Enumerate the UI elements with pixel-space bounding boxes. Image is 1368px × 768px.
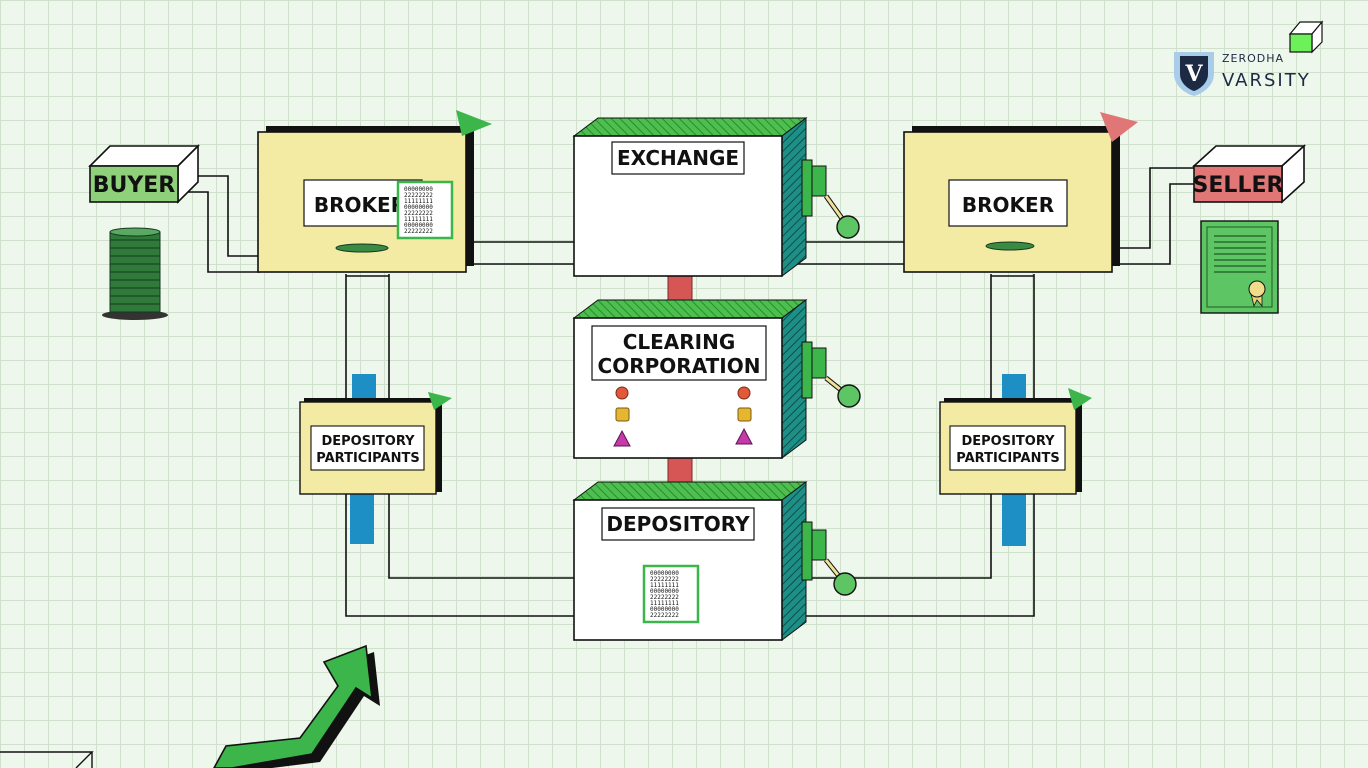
- svg-text:00000000: 00000000: [404, 204, 433, 211]
- seller-box: SELLER: [1191, 144, 1307, 204]
- dp-right-box: DEPOSITORY PARTICIPANTS: [939, 388, 1092, 495]
- svg-text:V: V: [1184, 61, 1203, 87]
- corner-box-fragment: [0, 751, 94, 768]
- seller-label: SELLER: [1193, 173, 1284, 198]
- clearing-label-line2: CORPORATION: [598, 354, 761, 378]
- svg-text:00000000: 00000000: [650, 570, 679, 577]
- dp-left-label-line2: PARTICIPANTS: [316, 451, 419, 466]
- svg-text:22222222: 22222222: [650, 594, 679, 601]
- purple-triangle-icon: [613, 429, 631, 447]
- svg-text:22222222: 22222222: [404, 228, 433, 235]
- flag-icon: [428, 392, 452, 410]
- coin-stack-icon: [102, 227, 168, 320]
- share-certificate-icon: 00000000 22222222 11111111 00000000 2222…: [396, 180, 454, 240]
- dp-blue-bars: [350, 374, 1026, 546]
- exchange-block: EXCHANGE: [572, 117, 860, 277]
- svg-text:00000000: 00000000: [650, 606, 679, 613]
- svg-text:22222222: 22222222: [404, 210, 433, 217]
- shape-tokens: [613, 386, 753, 447]
- buyer-label: BUYER: [93, 173, 176, 198]
- varsity-shield-icon: V: [1174, 52, 1214, 96]
- certificate-icon: [1200, 220, 1279, 314]
- broker-right-label: BROKER: [962, 193, 1054, 217]
- red-circle-icon: [737, 386, 751, 400]
- connector-lines: [186, 167, 1196, 617]
- upward-arrow-icon: [213, 644, 380, 768]
- broker-right-box: BROKER: [903, 112, 1138, 273]
- green-cube-icon: [1288, 20, 1324, 54]
- red-circle-icon: [615, 386, 629, 400]
- svg-text:11111111: 11111111: [404, 216, 433, 223]
- dp-left-box: DEPOSITORY PARTICIPANTS: [299, 392, 452, 495]
- clearing-corporation-block: CLEARING CORPORATION: [572, 299, 861, 459]
- svg-text:00000000: 00000000: [404, 222, 433, 229]
- svg-text:00000000: 00000000: [404, 186, 433, 193]
- broker-left-box: BROKER 00000000 22222222 11111111 000000…: [257, 110, 492, 273]
- depository-label: DEPOSITORY: [606, 512, 750, 536]
- purple-triangle-icon: [735, 427, 753, 445]
- yellow-square-icon: [615, 407, 630, 422]
- lever-icon: [801, 159, 860, 239]
- buyer-box: BUYER: [88, 144, 200, 204]
- flag-icon: [1068, 388, 1092, 410]
- svg-text:00000000: 00000000: [650, 588, 679, 595]
- coin-icon: [985, 241, 1035, 251]
- brand-company: ZERODHA: [1222, 52, 1285, 65]
- yellow-square-icon: [737, 407, 752, 422]
- svg-text:11111111: 11111111: [650, 582, 679, 589]
- lever-icon: [801, 341, 861, 408]
- clearing-label-line1: CLEARING: [623, 330, 736, 354]
- lever-icon: [801, 521, 857, 596]
- dp-right-label-line2: PARTICIPANTS: [956, 451, 1059, 466]
- flag-icon: [1100, 112, 1138, 142]
- dp-left-label-line1: DEPOSITORY: [321, 434, 415, 449]
- depository-block: DEPOSITORY 00000000 22222222 11111111 00…: [572, 481, 857, 641]
- svg-text:11111111: 11111111: [650, 600, 679, 607]
- svg-text:22222222: 22222222: [650, 576, 679, 583]
- svg-text:11111111: 11111111: [404, 198, 433, 205]
- exchange-label: EXCHANGE: [617, 146, 739, 170]
- flag-icon: [456, 110, 492, 136]
- coin-icon: [335, 243, 389, 253]
- share-certificate-icon: 00000000 22222222 11111111 00000000 2222…: [642, 564, 700, 624]
- zerodha-varsity-logo: V ZERODHA VARSITY: [1170, 48, 1330, 98]
- svg-text:22222222: 22222222: [404, 192, 433, 199]
- broker-left-label: BROKER: [314, 193, 406, 217]
- brand-product: VARSITY: [1222, 70, 1311, 91]
- dp-right-label-line1: DEPOSITORY: [961, 434, 1055, 449]
- svg-text:22222222: 22222222: [650, 612, 679, 619]
